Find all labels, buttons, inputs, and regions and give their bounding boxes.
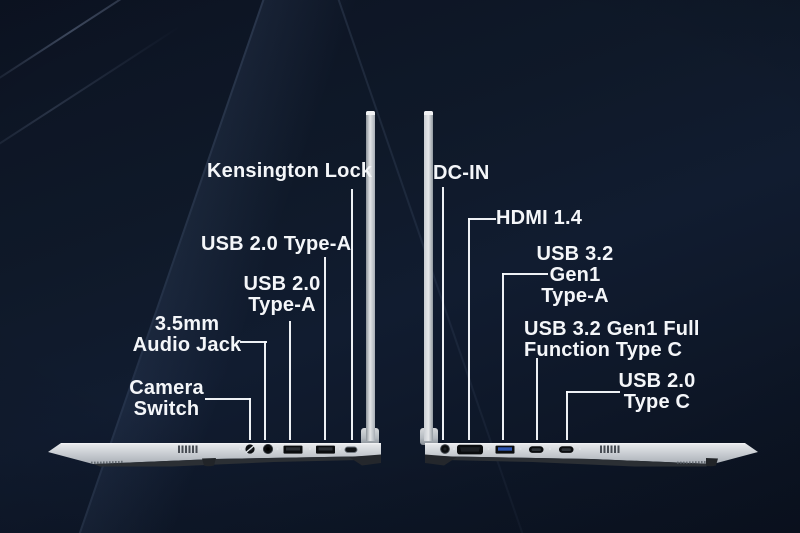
usb-32-gen1-type-a-port xyxy=(495,445,515,454)
label-usb32-gen1-full-type-c: USB 3.2 Gen1 Full Function Type C xyxy=(524,318,700,361)
port-glyph-icons xyxy=(453,448,581,450)
callout-line-audio-jack xyxy=(240,341,267,343)
side-vents xyxy=(600,445,620,453)
hdmi-port xyxy=(457,444,483,455)
callout-line-audio-jack xyxy=(264,341,266,440)
label-usb2-type-a-front: USB 2.0 Type-A xyxy=(243,273,321,316)
callout-line-camera-switch xyxy=(249,398,251,440)
body-top-highlight xyxy=(425,443,745,445)
camera-switch xyxy=(245,444,255,454)
label-usb32-gen1-type-a: USB 3.2 Gen1 Type-A xyxy=(536,243,614,307)
usb-2-type-a-port-rear xyxy=(316,445,335,454)
underside-vent-dots xyxy=(677,461,706,464)
laptop-right-screen-edge xyxy=(424,111,433,441)
side-vents xyxy=(178,445,198,453)
usb-32-full-function-type-c-port xyxy=(529,446,544,453)
callout-line-usb2-type-c xyxy=(566,391,620,393)
callout-line-kensington-lock xyxy=(351,189,353,440)
label-kensington-lock: Kensington Lock xyxy=(207,160,373,182)
hinge-foot xyxy=(425,454,457,466)
callout-line-usb2-type-c xyxy=(566,391,568,440)
usb-2-type-a-port-front xyxy=(283,445,303,454)
background-beam xyxy=(0,0,6,533)
background-streak xyxy=(0,25,181,180)
laptop-right-body xyxy=(425,443,758,467)
laptop-left-screen-edge xyxy=(366,111,375,441)
hinge-foot xyxy=(349,454,381,466)
label-dc-in: DC-IN xyxy=(433,162,490,184)
underside-vent-dots xyxy=(91,460,123,464)
laptop-left-body xyxy=(48,443,381,467)
dc-in-jack xyxy=(440,444,450,454)
callout-line-camera-switch xyxy=(205,398,251,400)
body-top-highlight xyxy=(61,443,381,445)
body-underside xyxy=(425,456,713,467)
callout-line-dc-in xyxy=(442,187,444,440)
kensington-lock-slot xyxy=(344,446,358,453)
label-camera-switch: Camera Switch xyxy=(129,377,204,420)
rubber-foot xyxy=(706,458,718,467)
label-audio-jack: 3.5mm Audio Jack xyxy=(132,313,242,356)
callout-line-hdmi xyxy=(468,218,496,220)
rubber-foot xyxy=(202,458,216,467)
screen-top-cap xyxy=(366,111,375,115)
callout-line-usb32-type-a xyxy=(502,273,548,275)
screen-top-cap xyxy=(424,111,433,115)
callout-line-usb2-type-a-front xyxy=(289,321,291,440)
callout-line-usb32-type-a xyxy=(502,273,504,440)
callout-line-hdmi xyxy=(468,218,470,440)
label-hdmi: HDMI 1.4 xyxy=(496,207,583,229)
background-streak xyxy=(0,0,223,98)
callout-line-usb32-full-type-c xyxy=(536,358,538,440)
callout-line-usb2-type-a-rear xyxy=(324,257,326,440)
label-usb2-type-a-rear: USB 2.0 Type-A xyxy=(201,233,352,255)
port-glyph-icons xyxy=(239,448,341,450)
audio-jack xyxy=(262,444,273,454)
label-usb2-type-c: USB 2.0 Type C xyxy=(618,370,696,413)
usb-2-type-c-port xyxy=(559,446,574,453)
body-underside xyxy=(93,456,381,467)
